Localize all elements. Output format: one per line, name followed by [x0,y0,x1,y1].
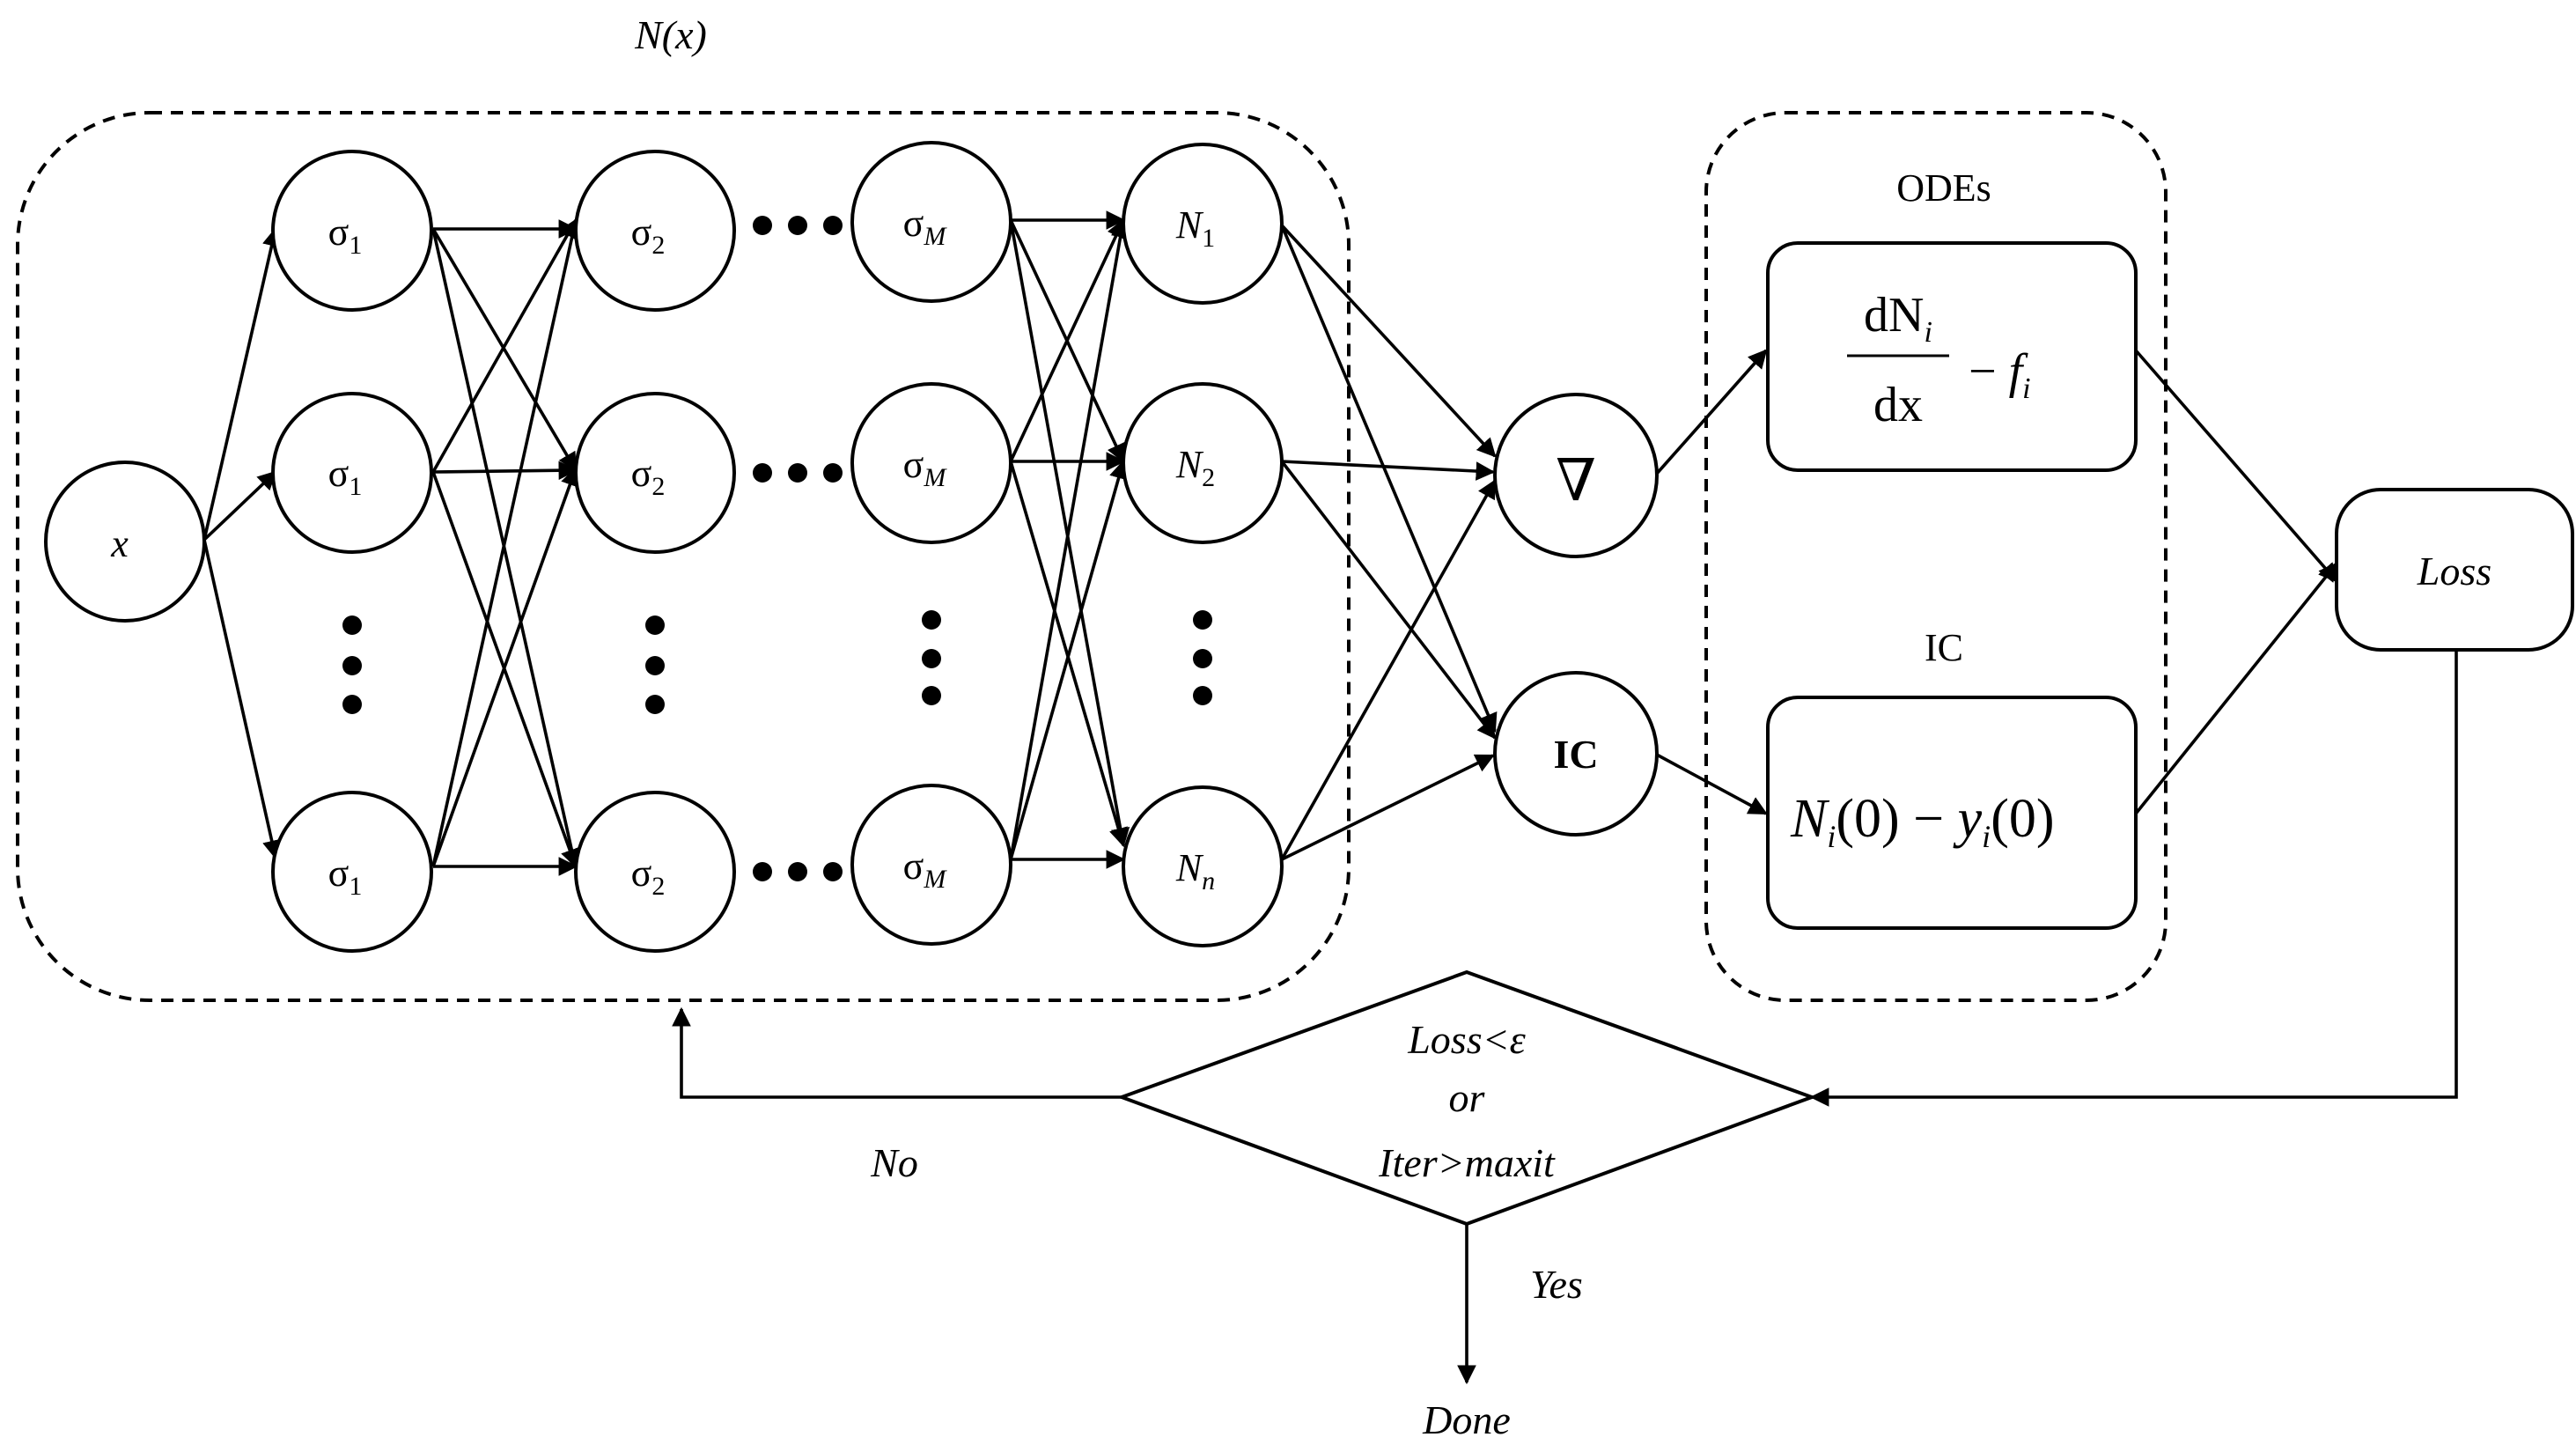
neuron-sigma1: σ1 [271,791,433,953]
edge [1009,459,1129,860]
ic-label: IC [1925,626,1963,669]
output-neuron-nn: Nn [1122,785,1284,947]
svg-text:Loss<ε: Loss<ε [1407,1017,1526,1062]
network-group-box [16,111,1351,1002]
neuron-sigmaM: σM [850,382,1012,544]
edge [202,226,282,541]
edge [431,466,579,867]
svg-text:− fi: − fi [1969,344,2031,405]
layer-sigma1: σ1 σ1 σ1 [271,150,433,953]
yes-branch-label: Yes [1530,1262,1583,1307]
output-neuron-n2: N2 [1122,382,1284,544]
layer-sigma2: σ2 σ2 σ2 [574,150,736,953]
no-branch-label: No [870,1140,918,1185]
vertical-ellipsis [645,615,665,714]
edge [1280,224,1497,458]
svg-text:∇: ∇ [1556,449,1596,513]
edges [202,210,2458,1385]
ic-residual-box: Ni(0) − yi(0) [1766,696,2138,930]
edge [1280,460,1497,740]
svg-text:x: x [110,522,129,565]
edge [202,539,282,860]
horizontal-ellipsis [753,216,843,881]
network-title: N(x) [634,12,707,57]
svg-text:Ni(0) − yi(0): Ni(0) − yi(0) [1790,789,2054,854]
edge [432,461,578,481]
svg-text:Loss: Loss [2417,549,2491,593]
svg-text:σM: σM [903,202,948,251]
layer-sigmaM: σM σM σM [850,141,1012,946]
edge [1654,752,1768,815]
edge [1009,218,1125,462]
svg-text:σ1: σ1 [328,851,363,901]
neuron-sigmaM: σM [850,784,1012,946]
output-neuron-n1: N1 [1122,143,1284,305]
edge [202,470,277,542]
edge [1009,461,1128,848]
neuron-sigmaM: σM [850,141,1012,303]
edge-loss-to-decision [1809,650,2458,1107]
edge [1653,349,1768,477]
svg-text:IC: IC [1553,732,1598,777]
edge [1280,479,1497,860]
edge [1281,460,1496,481]
input-node: x [44,461,206,623]
neuron-sigma1: σ1 [271,392,433,554]
ic-operator: IC [1493,671,1659,837]
edge [2134,349,2338,583]
edge-no-branch [672,1006,1122,1099]
edge [1280,225,1498,733]
stopping-criterion-decision: Loss<ε or Iter>maxit [1116,969,1817,1227]
svg-text:dNi: dNi [1864,288,1932,349]
ode-residual-box: dNi dx − fi [1766,241,2138,472]
loss-node: Loss [2335,488,2574,652]
done-label: Done [1422,1397,1511,1442]
odes-label: ODEs [1896,166,1991,210]
vertical-ellipsis [922,610,941,705]
svg-text:N1: N1 [1175,203,1215,253]
edge [1281,754,1495,861]
equations-group-box [1704,111,2168,1002]
vertical-ellipsis [342,615,362,714]
svg-text:or: or [1449,1075,1486,1120]
layer-outputs: N1 N2 Nn [1122,143,1284,947]
neuron-sigma2: σ2 [574,791,736,953]
edge [431,218,578,473]
edge [1009,217,1130,860]
svg-text:dx: dx [1873,378,1923,432]
neuron-sigma1: σ1 [271,150,433,312]
edge [2134,562,2338,815]
svg-text:Iter>maxit: Iter>maxit [1378,1140,1556,1185]
neuron-sigma2: σ2 [574,392,736,554]
edge [431,217,582,867]
neuron-sigma2: σ2 [574,150,736,312]
vertical-ellipsis [1193,610,1212,705]
gradient-operator: ∇ [1493,393,1659,558]
edge [431,228,578,472]
